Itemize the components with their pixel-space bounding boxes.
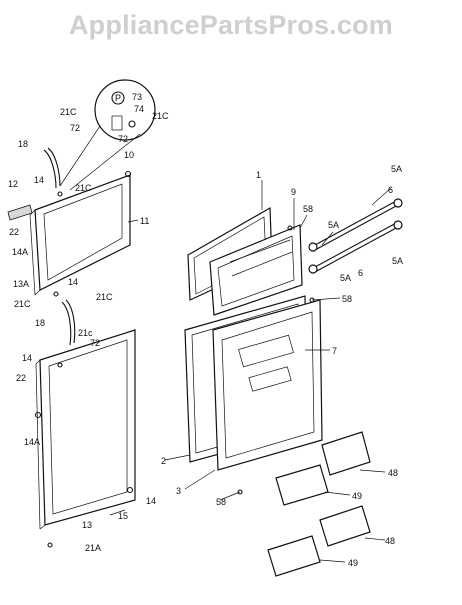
callout-13a: 13A [13, 279, 29, 289]
callout-18: 18 [18, 139, 28, 149]
callout-13: 13 [82, 520, 92, 530]
handle-trim-strip [7, 204, 33, 221]
callout-21c: 21C [14, 299, 31, 309]
callout-72: 72 [118, 134, 128, 144]
callout-72: 72 [90, 338, 100, 348]
callout-14: 14 [68, 277, 78, 287]
callout-6: 6 [358, 268, 363, 278]
watermark: AppliancePartsPros.com [68, 10, 393, 40]
callout-22: 22 [9, 227, 19, 237]
callout-14a: 14A [12, 247, 28, 257]
hinge-detail-callout: P [59, 79, 156, 191]
callout-10: 10 [124, 150, 134, 160]
callout-14: 14 [34, 175, 44, 185]
callout-12: 12 [8, 179, 18, 189]
callout-18: 18 [35, 318, 45, 328]
callout-5a: 5A [392, 256, 403, 266]
callout-49: 49 [352, 491, 362, 501]
callout-74: 74 [134, 104, 144, 114]
callout-58: 58 [216, 497, 226, 507]
freezer-door-panel [29, 170, 132, 296]
callout-9: 9 [291, 187, 296, 197]
callout-21c: 21C [96, 292, 113, 302]
fresh-food-door-liner [212, 299, 323, 471]
callout-15: 15 [118, 511, 128, 521]
callout-21c: 21C [75, 183, 92, 193]
callout-73: 73 [132, 92, 142, 102]
leader-lines [109, 180, 392, 563]
callout-58: 58 [342, 294, 352, 304]
callout-21c: 21C [152, 111, 169, 121]
freezer-door-handle [43, 147, 61, 189]
callout-49: 49 [348, 558, 358, 568]
callout-21c: 21c [78, 328, 93, 338]
callout-58: 58 [303, 204, 313, 214]
door-screws [237, 225, 315, 495]
callout-5a: 5A [328, 220, 339, 230]
door-shelf-bins [267, 431, 371, 577]
callout-72: 72 [70, 123, 80, 133]
callout-5a: 5A [391, 164, 402, 174]
callout-21c: 21C [60, 107, 77, 117]
hinge-pins [34, 291, 134, 548]
callout-21a: 21A [85, 543, 101, 553]
callout-14a: 14A [24, 437, 40, 447]
callout-14: 14 [146, 496, 156, 506]
fresh-food-door-handle [61, 299, 76, 346]
callout-22: 22 [16, 373, 26, 383]
callout-labels: 1 2 3 5A 5A 5A 5A 6 6 7 9 10 11 12 13 13… [8, 92, 403, 568]
callout-6: 6 [388, 185, 393, 195]
callout-11: 11 [140, 216, 149, 226]
freezer-door-liner [209, 224, 303, 316]
callout-1: 1 [256, 170, 261, 180]
callout-7: 7 [332, 346, 337, 356]
fresh-food-door-panel [35, 329, 136, 530]
callout-3: 3 [176, 486, 181, 496]
callout-2: 2 [161, 456, 166, 466]
shelf-rails [308, 198, 403, 274]
callout-14: 14 [22, 353, 32, 363]
callout-48: 48 [385, 536, 395, 546]
callout-48: 48 [388, 468, 398, 478]
svg-text:P: P [115, 93, 121, 103]
callout-5a: 5A [340, 273, 351, 283]
